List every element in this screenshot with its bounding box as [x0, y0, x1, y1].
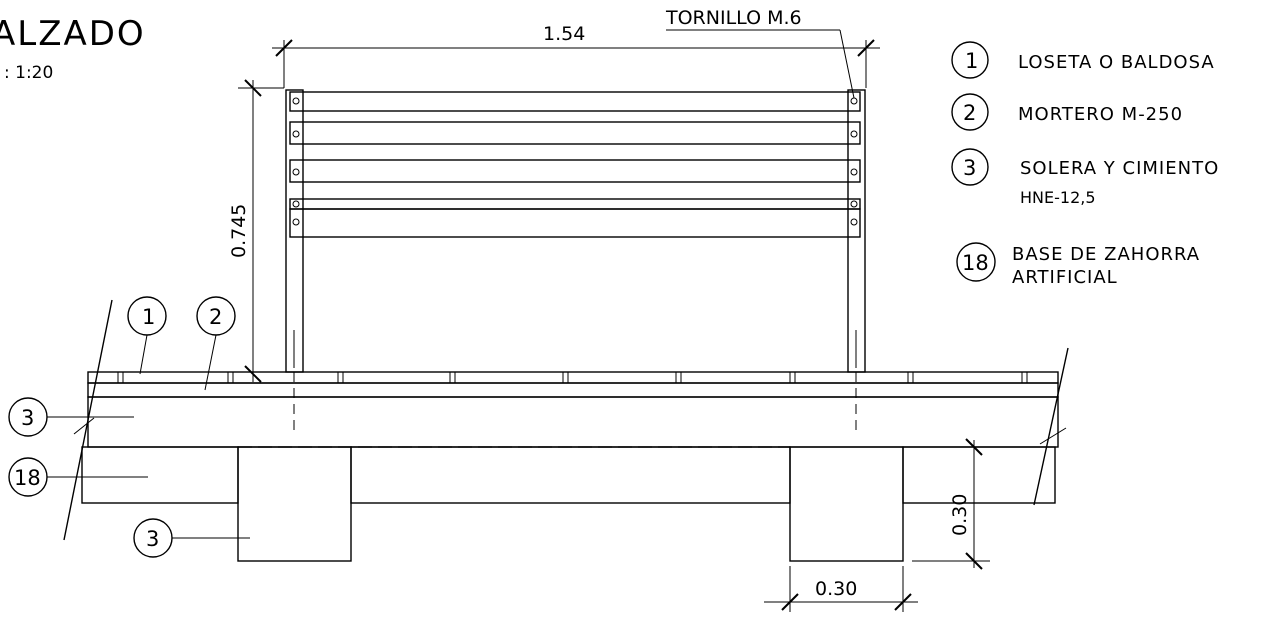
callout-3-bottom: 3 [133, 518, 250, 558]
break-line-left [63, 299, 113, 541]
legend-item-3-label: SOLERA Y CIMIENTO [1020, 158, 1219, 179]
legend-item-2-num: 2 [963, 101, 976, 125]
callout-1: 1 [127, 296, 167, 375]
legend-item-3-sub: HNE-12,5 [1020, 188, 1096, 207]
footing-depth-value: 0.30 [949, 494, 971, 536]
legend-item-2-label: MORTERO M-250 [1018, 104, 1183, 125]
legend-item-1: 1 LOSETA O BALDOSA [951, 41, 1215, 79]
scale-label: : 1:20 [4, 63, 53, 83]
callout-3-bottom-num: 3 [146, 527, 159, 551]
break-line-right [1033, 347, 1069, 506]
drawing-title: ALZADO [0, 14, 146, 54]
bench-slat-1 [289, 91, 861, 112]
mortar-layer [87, 382, 1059, 398]
legend-item-18-sub: ARTIFICIAL [1012, 267, 1118, 288]
bolt-note: TORNILLO M.6 [665, 7, 802, 29]
footing-right [789, 446, 904, 562]
bench-slat-4 [289, 198, 861, 210]
legend-item-1-label: LOSETA O BALDOSA [1018, 52, 1215, 73]
bolt-leader: TORNILLO M.6 [665, 7, 855, 99]
footing-width-value: 0.30 [815, 578, 857, 600]
legend: 1 LOSETA O BALDOSA 2 MORTERO M-250 3 SOL… [951, 41, 1219, 288]
slab-layer [87, 396, 1059, 448]
footing-left [237, 446, 352, 562]
dimension-height: 0.745 [228, 79, 284, 383]
callout-18-num: 18 [14, 466, 41, 490]
callout-2: 2 [196, 296, 236, 391]
width-value: 1.54 [543, 23, 585, 45]
legend-item-18-num: 18 [962, 251, 989, 275]
ground-section [63, 299, 1069, 562]
bench-slat-5 [289, 208, 861, 238]
gravel-base-2 [350, 446, 791, 504]
dimension-width: 1.54 [272, 23, 880, 88]
bench-leg-left [285, 89, 304, 373]
bench-slat-2 [289, 121, 861, 145]
callout-18: 18 [8, 457, 148, 497]
bench [285, 89, 866, 373]
bench-slat-3 [289, 159, 861, 183]
legend-item-18: 18 BASE DE ZAHORRA ARTIFICIAL [956, 242, 1200, 288]
dimension-footing-depth: 0.30 [912, 438, 990, 570]
gravel-base-3 [902, 446, 1056, 504]
callout-3-top: 3 [8, 397, 134, 437]
dimension-footing-width: 0.30 [764, 566, 918, 612]
legend-item-18-label: BASE DE ZAHORRA [1012, 244, 1200, 265]
callout-3-top-num: 3 [21, 406, 34, 430]
gravel-base-1 [81, 446, 239, 504]
legend-item-1-num: 1 [965, 49, 978, 73]
legend-item-3-num: 3 [963, 156, 976, 180]
callout-1-num: 1 [142, 305, 155, 329]
legend-item-2: 2 MORTERO M-250 [951, 93, 1183, 131]
bolt-icons [292, 97, 858, 226]
height-value: 0.745 [228, 204, 250, 258]
legend-item-3: 3 SOLERA Y CIMIENTO HNE-12,5 [951, 148, 1219, 207]
callout-2-num: 2 [209, 305, 222, 329]
